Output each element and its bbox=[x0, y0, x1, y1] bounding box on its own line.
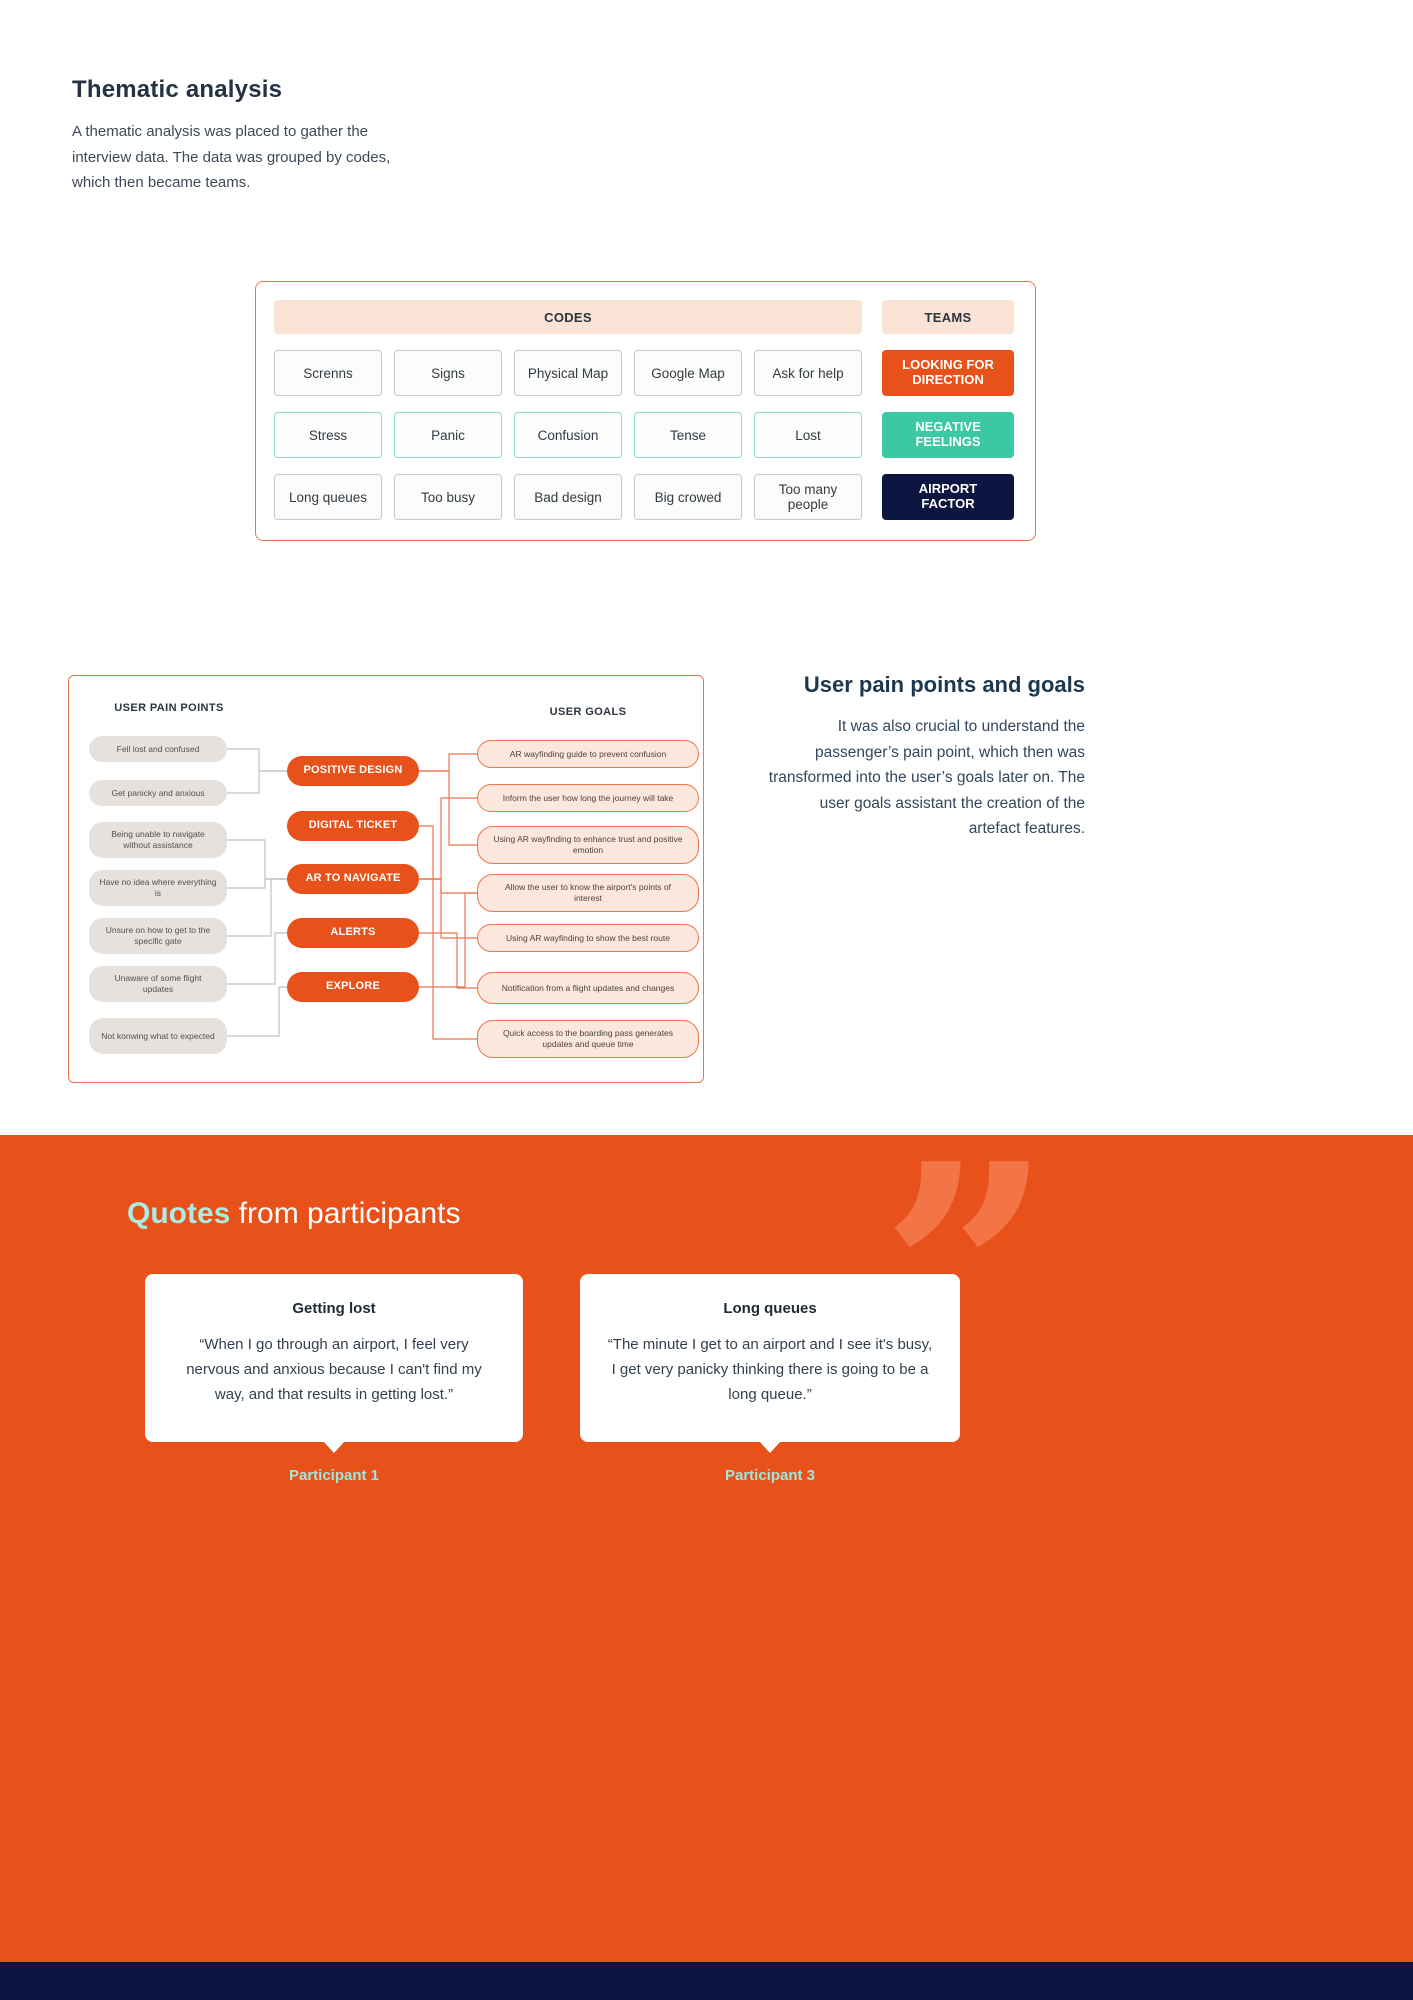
pain-point-pill: Unsure on how to get to the specific gat… bbox=[89, 918, 227, 954]
teams-header: TEAMS bbox=[882, 300, 1014, 334]
codes-teams-table: CODES TEAMS Screnns Signs Physical Map G… bbox=[255, 281, 1036, 541]
thematic-description: A thematic analysis was placed to gather… bbox=[72, 123, 391, 191]
pain-point-pill: Fell lost and confused bbox=[89, 736, 227, 762]
thematic-title: Thematic analysis bbox=[72, 76, 283, 103]
code-cell: Tense bbox=[634, 412, 742, 458]
quote-card-title: Getting lost bbox=[292, 1300, 376, 1317]
code-cell: Screnns bbox=[274, 350, 382, 396]
code-cell: Ask for help bbox=[754, 350, 862, 396]
goal-pill: Quick access to the boarding pass genera… bbox=[477, 1020, 699, 1058]
participant-label: Participant 3 bbox=[724, 1467, 816, 1484]
code-cell: Long queues bbox=[274, 474, 382, 520]
quote-card-text: “When I go through an airport, I feel ve… bbox=[186, 1336, 482, 1403]
theme-pill-ar-to-navigate: AR TO NAVIGATE bbox=[287, 864, 419, 894]
goal-pill: AR wayfinding guide to prevent confusion bbox=[477, 740, 699, 768]
theme-pill-digital-ticket: DIGITAL TICKET bbox=[287, 811, 419, 841]
pain-point-pill: Unaware of some flight updates bbox=[89, 966, 227, 1002]
theme-pill-alerts: ALERTS bbox=[287, 918, 419, 948]
code-cell: Too many people bbox=[754, 474, 862, 520]
quotes-title-rest: from participants bbox=[230, 1197, 461, 1230]
code-cell: Stress bbox=[274, 412, 382, 458]
goals-header: USER GOALS bbox=[549, 706, 627, 718]
theme-pill-explore: EXPLORE bbox=[287, 972, 419, 1002]
team-cell-airport-factor: AIRPORT FACTOR bbox=[882, 474, 1014, 520]
speech-bubble-pointer bbox=[759, 1441, 781, 1453]
codes-header: CODES bbox=[274, 300, 862, 334]
pain-points-header: USER PAIN POINTS bbox=[114, 702, 224, 714]
pain-point-pill: Not konwing what to expected bbox=[89, 1018, 227, 1054]
theme-pill-positive-design: POSITIVE DESIGN bbox=[287, 756, 419, 786]
pain-point-pill: Being unable to navigate without assista… bbox=[89, 822, 227, 858]
quote-card-text: “The minute I get to an airport and I se… bbox=[607, 1336, 933, 1403]
codes-teams-grid: CODES TEAMS Screnns Signs Physical Map G… bbox=[274, 300, 1017, 520]
participant-label: Participant 1 bbox=[288, 1467, 380, 1484]
code-cell: Physical Map bbox=[514, 350, 622, 396]
code-cell: Bad design bbox=[514, 474, 622, 520]
goal-pill: Using AR wayfinding to enhance trust and… bbox=[477, 826, 699, 864]
code-cell: Google Map bbox=[634, 350, 742, 396]
quote-card-title: Long queues bbox=[723, 1300, 817, 1317]
code-cell: Big crowed bbox=[634, 474, 742, 520]
code-cell: Signs bbox=[394, 350, 502, 396]
code-cell: Lost bbox=[754, 412, 862, 458]
pain-goals-title: User pain points and goals bbox=[803, 672, 1085, 697]
footer-bar bbox=[0, 1962, 1413, 2000]
connector-lines bbox=[227, 748, 477, 1040]
code-cell: Too busy bbox=[394, 474, 502, 520]
quote-card: Getting lost “When I go through an airpo… bbox=[145, 1274, 523, 1453]
goal-pill: Inform the user how long the journey wil… bbox=[477, 784, 699, 812]
code-cell: Confusion bbox=[514, 412, 622, 458]
team-cell-looking-for-direction: LOOKING FOR DIRECTION bbox=[882, 350, 1014, 396]
quotes-title: Quotes from participants bbox=[127, 1197, 460, 1231]
speech-bubble-pointer bbox=[323, 1441, 345, 1453]
team-cell-negative-feelings: NEGATIVE FEELINGS bbox=[882, 412, 1014, 458]
pain-goals-text-section: User pain points and goals It was also c… bbox=[765, 672, 1085, 842]
quotes-section: ” Quotes from participants Getting lost … bbox=[0, 1125, 1413, 1962]
pain-point-pill: Have no idea where everything is bbox=[89, 870, 227, 906]
goal-pill: Using AR wayfinding to show the best rou… bbox=[477, 924, 699, 952]
pain-goals-diagram: USER PAIN POINTS USER GOALS Fell lost an… bbox=[68, 675, 704, 1083]
pain-goals-body: It was also crucial to understand the pa… bbox=[768, 718, 1085, 838]
goal-pill: Notification from a flight updates and c… bbox=[477, 972, 699, 1004]
goal-pill: Allow the user to know the airport's poi… bbox=[477, 874, 699, 912]
quote-card: Long queues “The minute I get to an airp… bbox=[580, 1274, 960, 1453]
pain-point-pill: Get panicky and anxious bbox=[89, 780, 227, 806]
quotes-title-highlight: Quotes bbox=[127, 1197, 231, 1230]
code-cell: Panic bbox=[394, 412, 502, 458]
